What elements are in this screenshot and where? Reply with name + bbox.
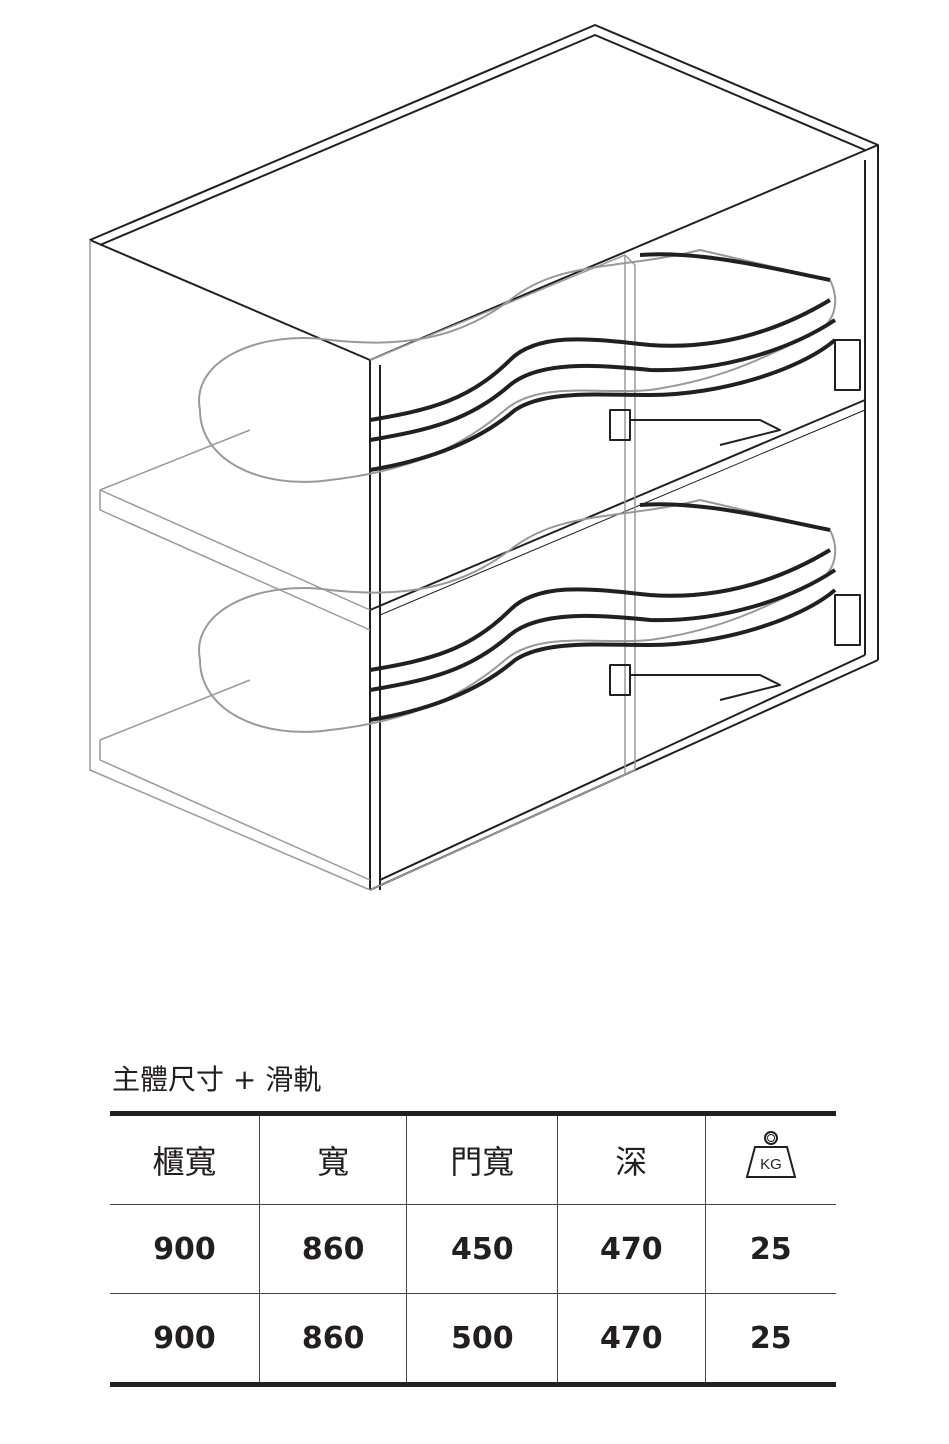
cell-cabinet-width: 900 [110, 1293, 260, 1385]
cell-door-width: 500 [406, 1293, 559, 1385]
cell-cabinet-width: 900 [110, 1204, 260, 1294]
header-door-width: 門寬 [406, 1113, 559, 1205]
header-cabinet-width: 櫃寬 [110, 1113, 260, 1205]
table-row: 900 860 500 470 25 [110, 1293, 836, 1385]
table-row: 900 860 450 470 25 [110, 1204, 836, 1294]
cell-width: 860 [258, 1204, 408, 1294]
cell-depth: 470 [557, 1293, 706, 1385]
glass-door-left [89, 240, 636, 891]
table-header-row: 櫃寬 寬 門寬 深 KG [110, 1113, 836, 1205]
header-weight: KG [704, 1113, 836, 1205]
cell-depth: 470 [557, 1204, 706, 1294]
weight-kg-icon: KG [745, 1131, 797, 1178]
cell-weight: 25 [704, 1204, 836, 1294]
spec-table-section: 主體尺寸 + 滑軌 櫃寬 寬 門寬 深 KG 900 860 450 470 2… [110, 1055, 836, 1387]
corner-cabinet-basket-diagram [89, 24, 879, 891]
header-width: 寬 [258, 1113, 408, 1205]
upper-basket [198, 249, 861, 483]
cell-weight: 25 [704, 1293, 836, 1385]
spec-table-title: 主體尺寸 + 滑軌 [112, 1063, 322, 1096]
svg-text:KG: KG [760, 1156, 782, 1173]
cabinet-outline [89, 24, 879, 891]
spec-table: 櫃寬 寬 門寬 深 KG 900 860 450 470 25 900 860 [110, 1111, 836, 1387]
cell-width: 860 [258, 1293, 408, 1385]
header-depth: 深 [557, 1113, 706, 1205]
cell-door-width: 450 [406, 1204, 559, 1294]
lower-basket [198, 499, 861, 733]
